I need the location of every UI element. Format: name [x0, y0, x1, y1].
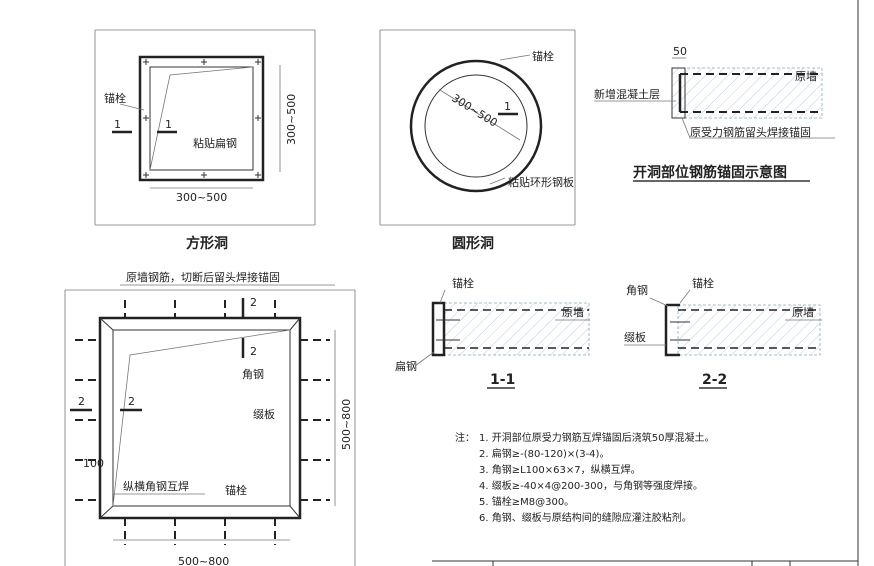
anchor-label: 锚栓: [225, 483, 247, 497]
batten-label: 缀板: [624, 330, 646, 344]
title-block: [432, 560, 858, 566]
anchor-label: 锚栓: [532, 49, 554, 63]
wall-label: 原墙: [562, 305, 584, 319]
rebar-note: 原受力钢筋留头焊接锚固: [690, 125, 811, 139]
rebar-anchor-detail: 50 原墙 新增混凝土层 原受力钢筋留头焊接锚固 开洞部位钢筋锚固示意图: [594, 45, 835, 182]
dim-diameter: 300~500: [449, 92, 499, 130]
round-hole-drawing: 锚栓 300~500 1 粘贴环形钢板 圆形洞: [379, 29, 576, 252]
note-item: 1. 开洞部位原受力钢筋互焊锚固后浇筑50厚混凝土。: [479, 431, 714, 444]
note-item: 5. 锚栓≥M8@300。: [479, 495, 574, 508]
large-hole-drawing: 原墙钢筋，切断后留头焊接锚固 2 2 2 2 角钢 缀板 100 纵横角钢互焊 …: [64, 270, 356, 566]
wall-label: 原墙: [792, 305, 814, 319]
dim-vertical: 500~800: [340, 399, 353, 450]
anchor-label: 锚栓: [452, 276, 474, 290]
section-2-title: 2-2: [702, 372, 727, 388]
notes: 注： 1. 开洞部位原受力钢筋互焊锚固后浇筑50厚混凝土。 2. 扁钢≥-(80…: [455, 431, 714, 524]
anchor-bolts: [143, 59, 261, 178]
notes-prefix: 注：: [455, 431, 475, 444]
note-item: 3. 角钢≥L100×63×7，纵横互焊。: [479, 463, 641, 476]
note-item: 2. 扁钢≥-(80-120)×(3-4)。: [479, 447, 609, 460]
wall-label: 原墙: [795, 69, 817, 83]
round-hole-title: 圆形洞: [452, 235, 494, 252]
new-concrete-label: 新增混凝土层: [594, 87, 660, 101]
dim-50: 50: [673, 45, 687, 58]
section-mark: 1: [504, 100, 511, 113]
flat-steel-label: 扁钢: [395, 360, 417, 373]
flat-steel-label: 粘贴扁钢: [193, 136, 237, 150]
note-item: 6. 角钢、缀板与原结构间的缝隙应灌注胶粘剂。: [479, 511, 692, 524]
anchor-label: 锚栓: [692, 276, 714, 290]
rebar-note: 原墙钢筋，切断后留头焊接锚固: [126, 270, 280, 284]
square-hole-drawing: 锚栓 1 1 粘贴扁钢 300~500 300~500 方形洞: [94, 29, 316, 252]
weld-label: 纵横角钢互焊: [123, 479, 189, 493]
ring-plate-label: 粘贴环形钢板: [508, 175, 574, 189]
section-mark: 1: [114, 118, 121, 131]
note-item: 4. 缀板≥-40×4@200-300，与角钢等强度焊接。: [479, 479, 703, 492]
section-1-1: 锚栓 原墙 扁钢 1-1: [395, 276, 590, 389]
dim-vertical: 300~500: [285, 94, 298, 145]
dim-100: 100: [83, 457, 104, 470]
section-2-2: 角钢 锚栓 原墙 缀板 2-2: [624, 276, 822, 389]
section-mark: 2: [250, 345, 257, 358]
anchor-label: 锚栓: [104, 91, 126, 105]
angle-steel-label: 角钢: [242, 368, 264, 381]
anchor-detail-title: 开洞部位钢筋锚固示意图: [633, 164, 787, 181]
dim-horizontal: 300~500: [176, 191, 227, 204]
batten-label: 缀板: [253, 407, 275, 421]
section-mark: 2: [128, 395, 135, 408]
dim-horizontal: 500~800: [178, 555, 229, 566]
section-mark: 2: [78, 395, 85, 408]
section-mark: 2: [250, 296, 257, 309]
angle-steel-label: 角钢: [626, 284, 648, 297]
square-hole-title: 方形洞: [186, 235, 228, 252]
section-mark: 1: [165, 118, 172, 131]
section-1-title: 1-1: [490, 372, 515, 388]
